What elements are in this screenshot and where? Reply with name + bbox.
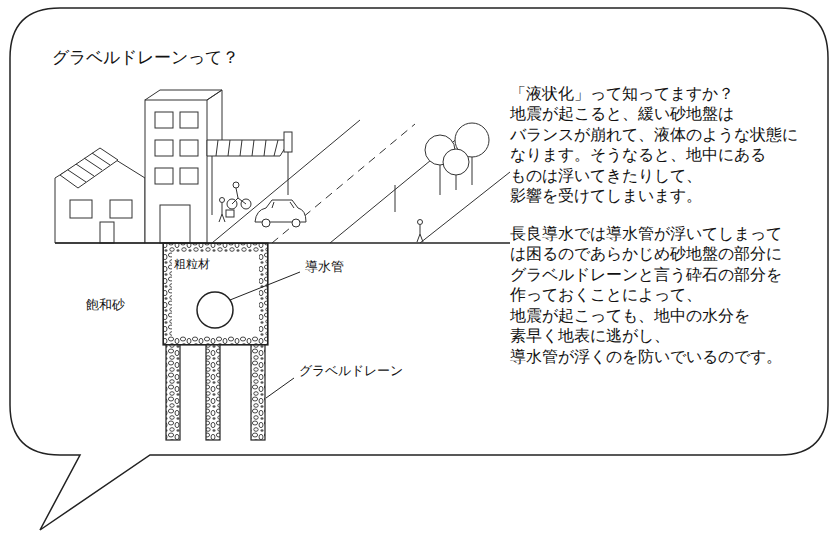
cross-section: [163, 243, 268, 440]
explanation-text: 「液状化」って知ってますか？ 地震が起こると、緩い砂地盤は バランスが崩れて、液…: [510, 84, 818, 207]
gravel-box: 粗粒材: [163, 243, 268, 345]
street-scene: [55, 90, 510, 243]
speech-bubble: [10, 8, 828, 530]
node-label: 粗粒材: [172, 256, 212, 273]
leader-lines: [230, 272, 300, 398]
pipe-circle: [197, 292, 233, 328]
ground-line: [55, 242, 510, 244]
part-label: 導水管: [303, 259, 346, 275]
part-label: グラベルドレーン: [297, 363, 405, 379]
title: グラベルドレーンって？: [52, 46, 239, 69]
explanation-text: 長良導水では導水管が浮いてしまって は困るのであらかじめ砂地盤の部分に グラベル…: [510, 224, 818, 367]
part-label: 飽和砂: [84, 297, 127, 313]
